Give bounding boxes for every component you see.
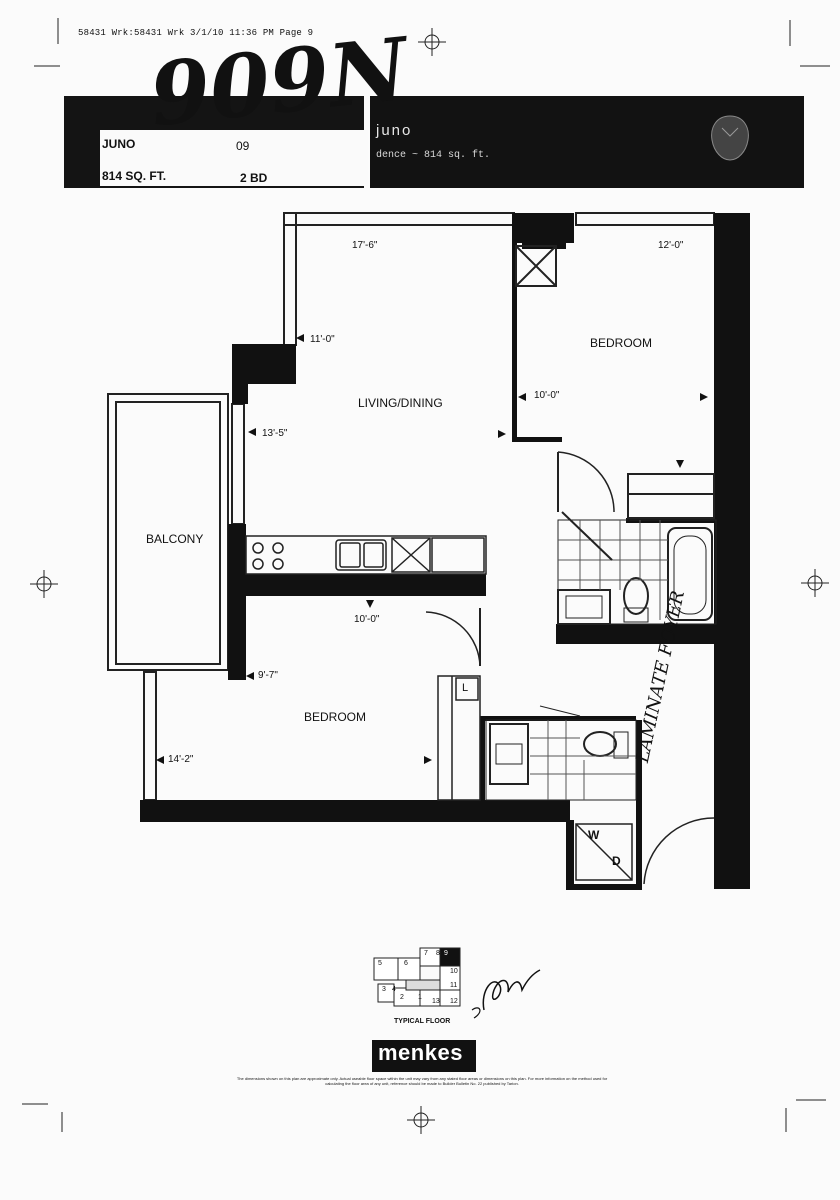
logo-emblem-icon	[711, 115, 749, 161]
key-plan-unit: 6	[404, 960, 408, 967]
laundry-label: L	[462, 682, 469, 694]
key-plan-unit: 4	[392, 986, 396, 993]
header-label-area	[100, 130, 368, 186]
key-plan-unit: 8	[436, 950, 440, 957]
key-plan-unit: 13	[432, 998, 440, 1005]
key-plan-unit: 3	[382, 986, 386, 993]
key-plan-unit: 2	[400, 994, 404, 1001]
dim-living-upper: 11'-0"	[310, 334, 335, 345]
dim-kitchen: 10'-0"	[354, 614, 380, 625]
key-plan-label: TYPICAL FLOOR	[394, 1018, 451, 1025]
washer-label: W	[588, 828, 600, 842]
key-plan-unit: 12	[450, 998, 458, 1005]
model-name: JUNO	[102, 137, 136, 151]
unit-area: 814 SQ. FT.	[102, 169, 167, 183]
dim-bedroom2-depth: 14'-2"	[168, 754, 194, 765]
key-plan	[373, 947, 461, 1007]
key-plan-unit: 5	[378, 960, 382, 967]
dim-living-width: 17'-6"	[352, 240, 378, 251]
bedroom-count: 2 BD	[240, 171, 268, 185]
room-bedroom-second: BEDROOM	[304, 710, 367, 724]
dim-bedroom1-width: 12'-0"	[658, 240, 684, 251]
dim-bedroom1-depth: 10'-0"	[534, 390, 560, 401]
key-plan-unit: 10	[450, 968, 458, 975]
key-plan-unit: 9	[444, 950, 448, 957]
fax-header: 58431 Wrk:58431 Wrk 3/1/10 11:36 PM Page…	[78, 28, 314, 38]
room-bedroom-main: BEDROOM	[590, 336, 653, 350]
header-subtitle: dence ~ 814 sq. ft.	[376, 150, 491, 161]
signature	[471, 969, 541, 1019]
dim-living-height: 13'-5"	[262, 428, 288, 439]
dim-bedroom2-width: 9'-7"	[258, 670, 278, 681]
brand-logo: menkes	[378, 1040, 463, 1065]
floor-number: 09	[236, 139, 250, 153]
key-plan-unit: 11	[450, 982, 458, 989]
dryer-label: D	[612, 854, 621, 868]
key-plan-unit: 1	[418, 994, 422, 1001]
disclaimer: The dimensions shown on this plan are ap…	[236, 1076, 608, 1086]
key-plan-unit: 7	[424, 950, 428, 957]
room-balcony: BALCONY	[146, 532, 204, 546]
room-living-dining: LIVING/DINING	[358, 396, 443, 410]
model-name-lower: juno	[376, 122, 413, 139]
